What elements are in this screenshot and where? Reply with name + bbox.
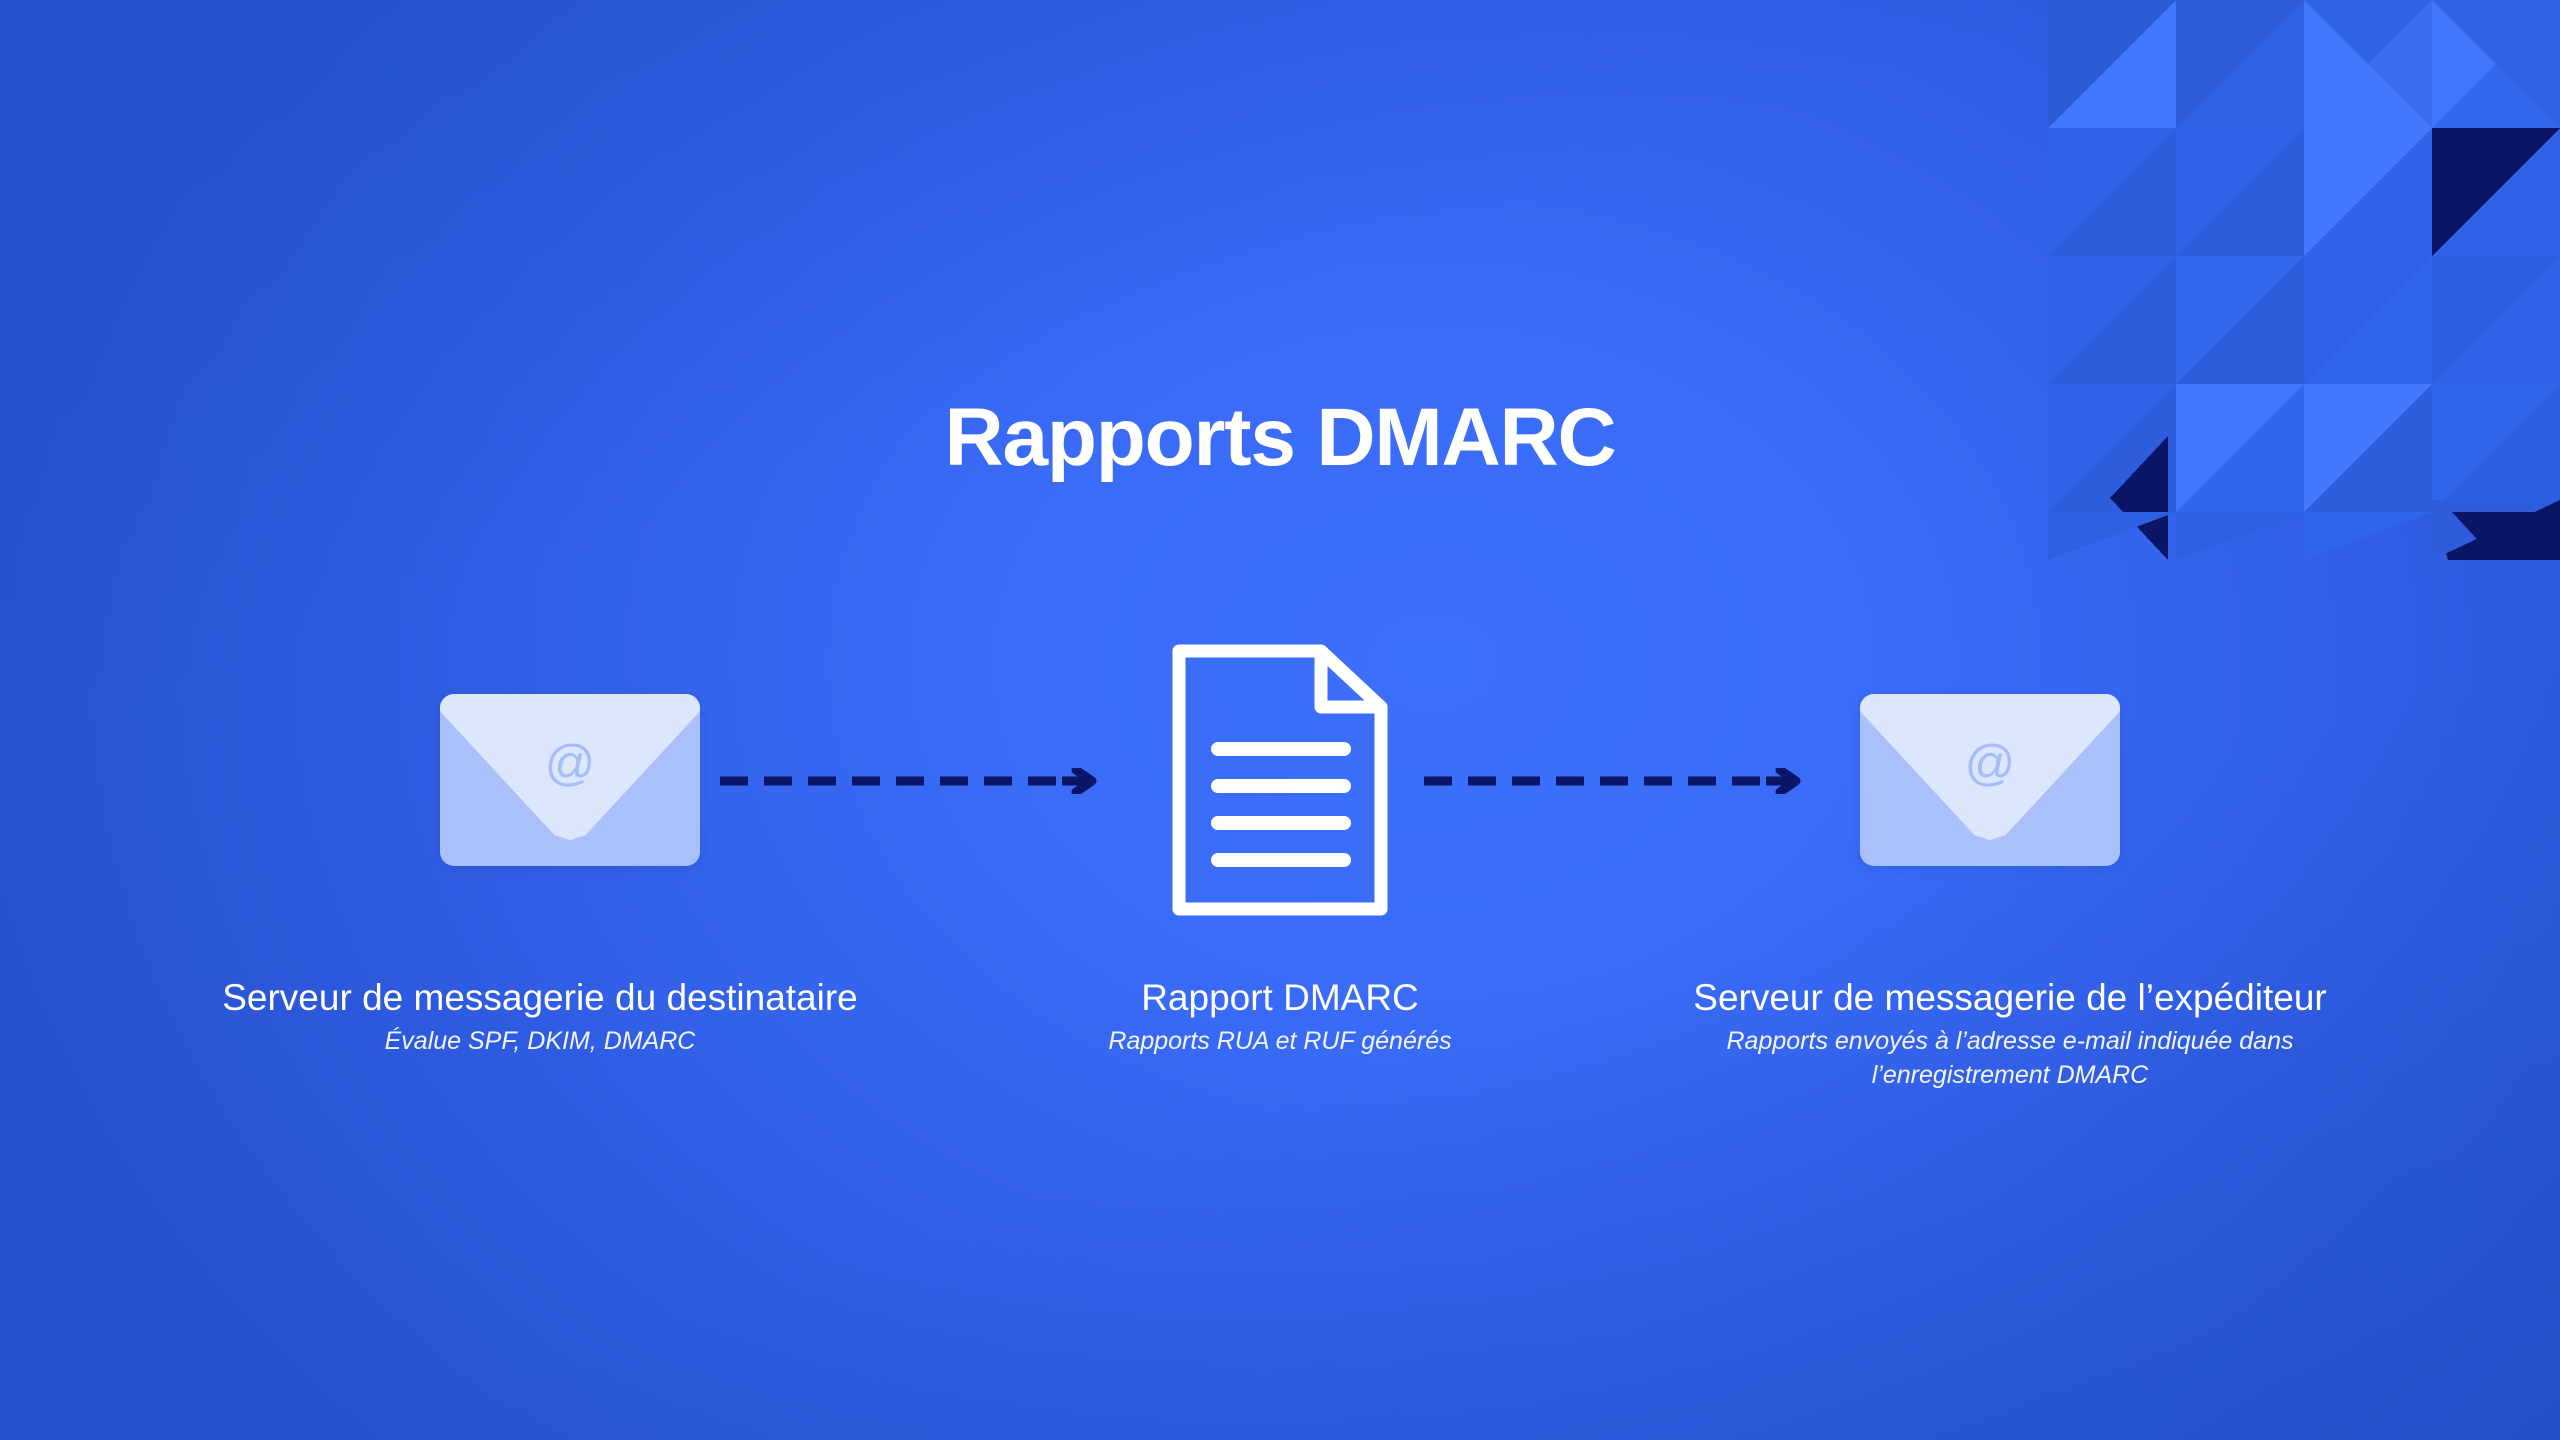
page-title: Rapports DMARC	[944, 391, 1616, 483]
dmarc-flow-diagram: @	[0, 630, 2560, 960]
caption-title: Serveur de messagerie de l’expéditeur	[1693, 977, 2327, 1018]
flow-captions: Serveur de messagerie du destinataire Év…	[0, 975, 2560, 1135]
envelope-at-icon: @	[440, 694, 700, 866]
caption-title: Serveur de messagerie du destinataire	[222, 977, 858, 1018]
node-recipient-mail-server: @	[300, 630, 840, 930]
envelope-at-icon-2: @	[1860, 694, 2120, 866]
caption-subtitle: Évalue SPF, DKIM, DMARC	[384, 1027, 696, 1056]
caption-dmarc-report: Rapport DMARC Rapports RUA et RUF généré…	[1030, 975, 1530, 1059]
dashed-arrow-right-icon-2	[1424, 768, 1801, 794]
at-symbol: @	[544, 735, 596, 791]
at-symbol-2: @	[1964, 735, 2016, 791]
caption-subtitle: Rapports RUA et RUF générés	[1108, 1027, 1452, 1056]
caption-sender-mail-server: Serveur de messagerie de l’expéditeur Ra…	[1570, 975, 2450, 1093]
dashed-arrow-right-icon	[720, 768, 1097, 794]
caption-title: Rapport DMARC	[1141, 977, 1419, 1018]
caption-recipient-mail-server: Serveur de messagerie du destinataire Év…	[100, 975, 980, 1059]
node-sender-mail-server: @	[1720, 630, 2260, 930]
node-dmarc-report	[1030, 630, 1530, 930]
document-report-icon	[1172, 644, 1388, 916]
caption-subtitle: Rapports envoyés à l’adresse e-mail indi…	[1726, 1027, 2294, 1089]
